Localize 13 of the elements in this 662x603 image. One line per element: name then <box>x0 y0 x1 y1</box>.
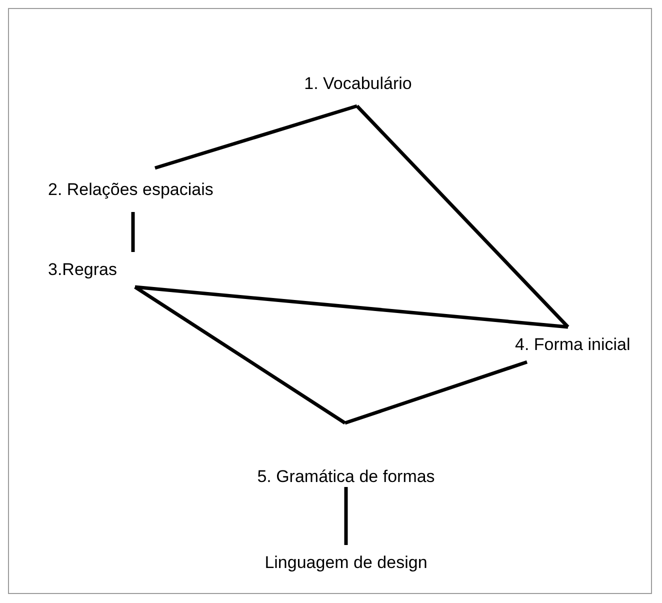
node-label: 5. Gramática de formas <box>257 467 435 487</box>
connector-line <box>344 360 528 425</box>
node-label: 2. Relações espaciais <box>48 180 214 200</box>
connector-line <box>154 104 358 170</box>
node-label: 1. Vocabulário <box>304 74 412 94</box>
connector-line <box>356 104 570 328</box>
node-label: Linguagem de design <box>264 553 428 573</box>
connector-line <box>344 487 348 545</box>
connector-line <box>131 212 135 252</box>
connector-line <box>134 286 346 424</box>
node-label: 4. Forma inicial <box>515 334 630 354</box>
connector-line <box>134 285 568 329</box>
node-label: 3.Regras <box>48 260 117 280</box>
